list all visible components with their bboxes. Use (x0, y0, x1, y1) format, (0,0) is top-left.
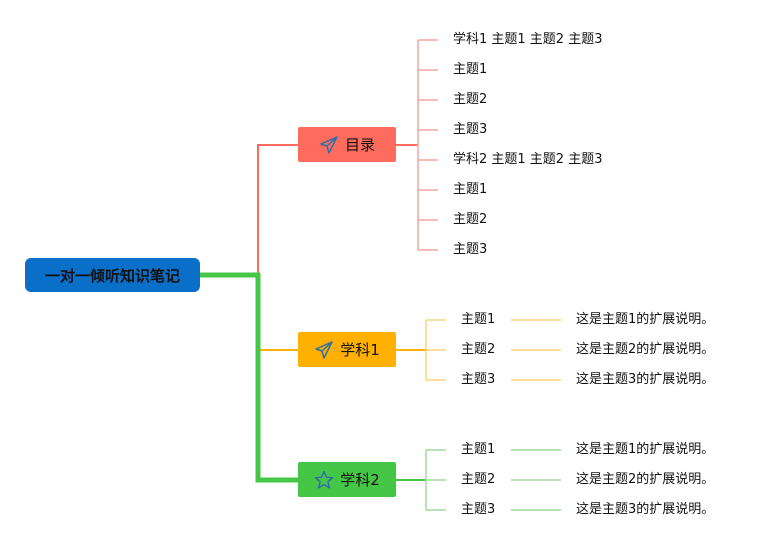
catalog-item[interactable]: 主题3 (453, 122, 488, 137)
subject2-topic-note[interactable]: 这是主题2的扩展说明。 (576, 472, 715, 487)
branch-subject1-label: 学科1 (340, 341, 380, 359)
subject2-topic-note[interactable]: 这是主题1的扩展说明。 (576, 442, 715, 457)
subject1-topic-note[interactable]: 这是主题3的扩展说明。 (576, 372, 715, 387)
catalog-item[interactable]: 主题1 (453, 182, 488, 197)
branch-catalog-label: 目录 (344, 136, 375, 154)
branch-subject2[interactable]: 学科2 (298, 462, 396, 497)
catalog-item[interactable]: 学科2 主题1 主题2 主题3 (453, 152, 603, 167)
subject1-topic[interactable]: 主题2 (461, 342, 496, 357)
branch-subject2-label: 学科2 (340, 471, 380, 489)
subject2-topic[interactable]: 主题2 (461, 472, 496, 487)
branch-subject1[interactable]: 学科1 (298, 332, 396, 367)
subject2-topic[interactable]: 主题3 (461, 502, 496, 517)
subject1-topic[interactable]: 主题3 (461, 372, 496, 387)
catalog-item[interactable]: 主题1 (453, 62, 488, 77)
paper-plane-icon (319, 135, 339, 155)
paper-plane-icon (314, 340, 334, 360)
catalog-item[interactable]: 学科1 主题1 主题2 主题3 (453, 32, 603, 47)
branch-catalog[interactable]: 目录 (298, 127, 396, 162)
root-topic[interactable]: 一对一倾听知识笔记 (25, 258, 200, 292)
root-topic-label: 一对一倾听知识笔记 (44, 266, 180, 285)
catalog-item[interactable]: 主题3 (453, 242, 488, 257)
subject2-topic[interactable]: 主题1 (461, 442, 496, 457)
subject1-topic[interactable]: 主题1 (461, 312, 496, 327)
subject1-topic-note[interactable]: 这是主题1的扩展说明。 (576, 312, 715, 327)
catalog-item[interactable]: 主题2 (453, 212, 488, 227)
catalog-item[interactable]: 主题2 (453, 92, 488, 107)
subject2-topic-note[interactable]: 这是主题3的扩展说明。 (576, 502, 715, 517)
subject1-topic-note[interactable]: 这是主题2的扩展说明。 (576, 342, 715, 357)
star-icon (314, 470, 334, 490)
